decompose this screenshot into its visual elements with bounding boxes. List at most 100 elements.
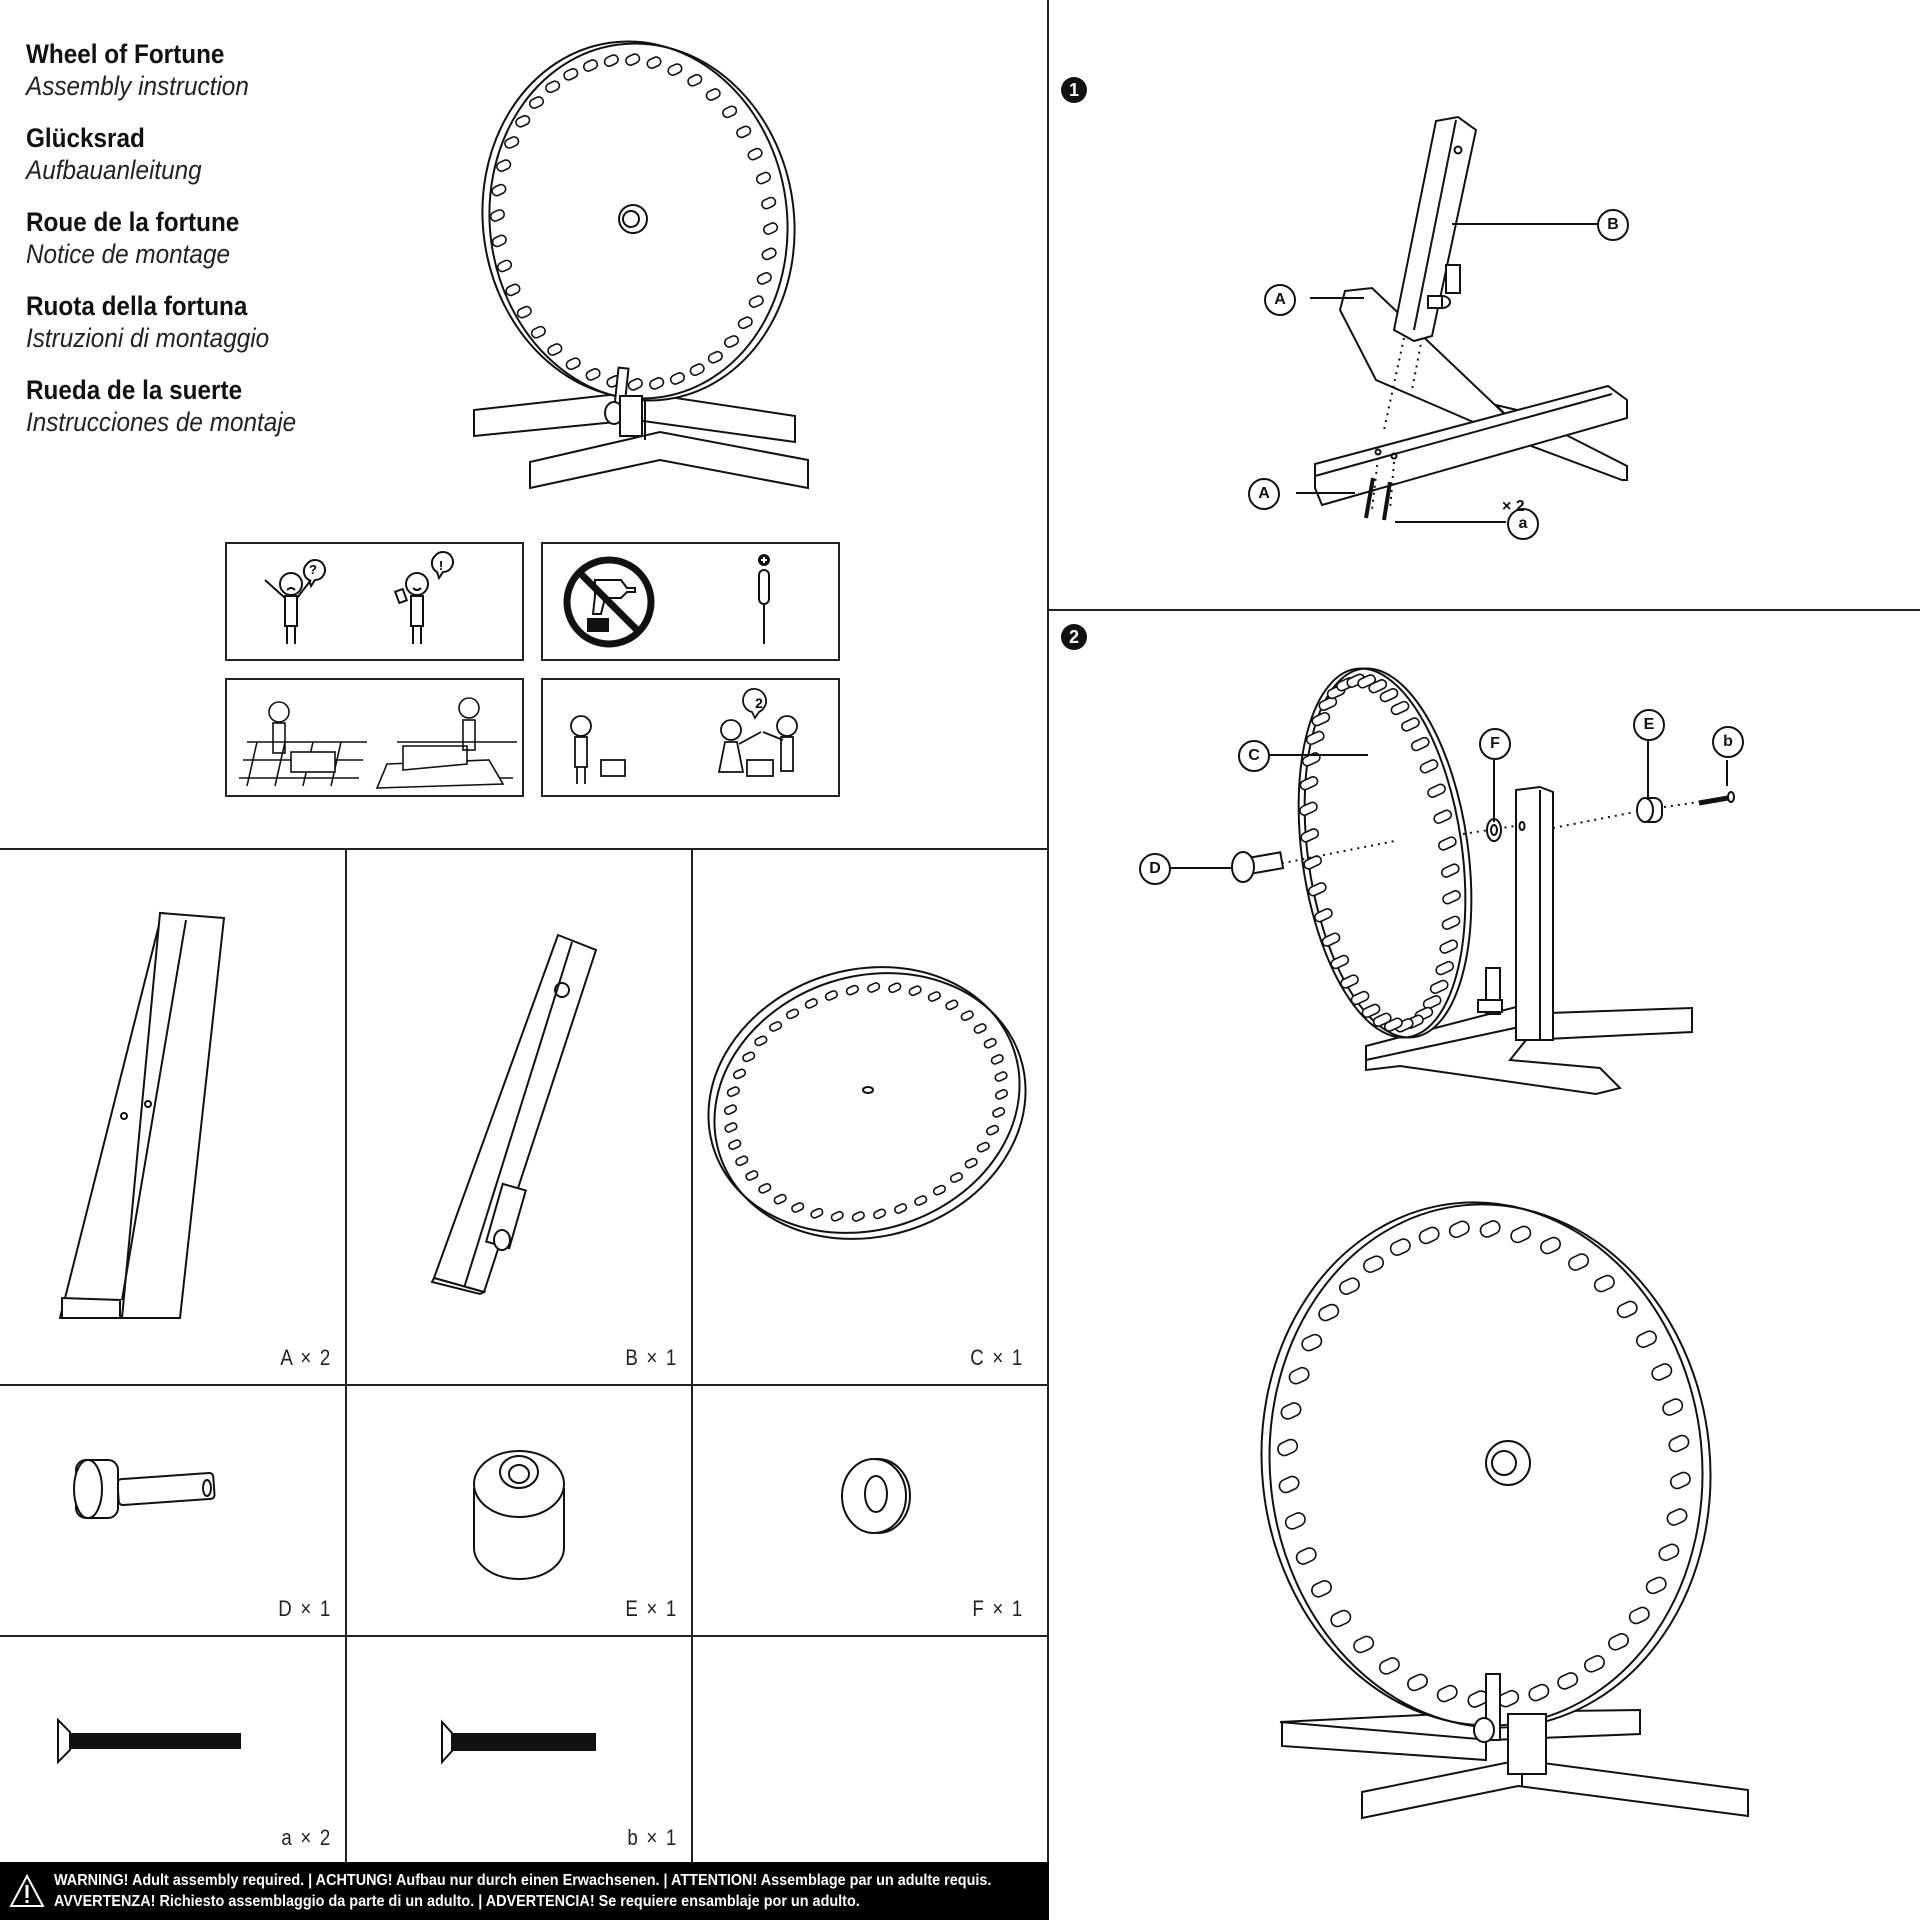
- divider-parts-col2: [691, 849, 693, 1862]
- peg: [758, 1182, 772, 1194]
- document-type: Aufbauanleitung: [26, 155, 202, 185]
- peg: [1593, 1274, 1615, 1293]
- peg: [851, 1211, 865, 1222]
- callout-step1-a-back: A: [1264, 284, 1296, 316]
- peg: [983, 1037, 997, 1049]
- peg: [1668, 1434, 1690, 1453]
- peg: [867, 982, 881, 993]
- peg: [745, 1170, 759, 1181]
- peg: [994, 1089, 1009, 1100]
- pictogram-two-persons: 2: [541, 678, 840, 797]
- part-b-short-screw-icon: [441, 1719, 596, 1765]
- peg: [491, 183, 507, 197]
- document-type: Istruzioni di montaggio: [26, 323, 270, 353]
- peg: [1311, 711, 1331, 727]
- peg: [1442, 890, 1461, 905]
- peg: [530, 325, 546, 339]
- reading-person-icon: !: [393, 551, 454, 644]
- peg: [1401, 717, 1420, 732]
- peg: [1422, 995, 1442, 1010]
- peg: [992, 1107, 1006, 1118]
- wheel-pegs: [1299, 673, 1461, 1033]
- peg: [669, 372, 686, 385]
- peg: [1651, 1363, 1673, 1381]
- peg: [1295, 1547, 1317, 1565]
- wheel-pegs: [489, 53, 779, 391]
- peg: [1311, 1580, 1332, 1598]
- peg: [1441, 915, 1461, 930]
- peg: [1321, 932, 1341, 947]
- document-type: Assembly instruction: [26, 71, 249, 101]
- peg: [1288, 1366, 1310, 1385]
- peg: [504, 136, 520, 149]
- peg: [1389, 1238, 1411, 1256]
- peg: [1628, 1606, 1650, 1625]
- phillips-screwdriver-icon: [758, 554, 770, 644]
- document-type: Instrucciones de montaje: [26, 407, 297, 437]
- peg: [1427, 783, 1446, 798]
- peg: [1301, 1333, 1323, 1352]
- part-label-e: E × 1: [625, 1596, 678, 1621]
- confused-person-icon: ?: [264, 559, 326, 644]
- peg: [1435, 960, 1455, 976]
- divider-parts-col1: [345, 849, 347, 1862]
- callout-step2-f: F: [1479, 728, 1511, 760]
- peg: [1540, 1236, 1561, 1255]
- peg: [1658, 1543, 1680, 1562]
- peg: [737, 316, 753, 330]
- peg: [1368, 679, 1388, 694]
- peg: [754, 1035, 768, 1047]
- peg: [994, 1071, 1008, 1082]
- part-b-post-icon: [430, 933, 598, 1296]
- peg: [1410, 736, 1430, 752]
- peg: [528, 96, 545, 109]
- peg: [1357, 674, 1376, 689]
- peg: [1407, 1673, 1428, 1692]
- peg: [649, 377, 665, 390]
- hero-wheel-illustration: [473, 40, 809, 490]
- peg: [1363, 1255, 1384, 1273]
- peg: [723, 1104, 738, 1115]
- peg: [491, 234, 507, 248]
- peg: [1666, 1508, 1688, 1526]
- peg: [845, 984, 859, 996]
- peg: [742, 1051, 756, 1063]
- peg: [707, 350, 723, 364]
- product-name: Rueda de la suerte: [26, 375, 243, 405]
- peg: [515, 114, 531, 128]
- peg: [496, 159, 512, 172]
- peg: [973, 1023, 987, 1034]
- peg: [810, 1207, 824, 1219]
- part-label-b-screw: b × 1: [627, 1825, 678, 1850]
- bubble-text: ?: [309, 562, 317, 577]
- peg: [516, 305, 532, 319]
- pictogram-soft-surface: [225, 678, 524, 797]
- peg: [1608, 1633, 1630, 1651]
- part-c-disc-icon: [707, 966, 1027, 1240]
- peg: [1278, 1475, 1300, 1494]
- peg: [1280, 1402, 1302, 1420]
- peg: [723, 335, 740, 348]
- callout-step2-e: E: [1633, 709, 1665, 741]
- peg: [687, 73, 703, 87]
- peg: [1448, 1220, 1470, 1239]
- peg: [914, 1195, 928, 1206]
- peg: [1384, 1017, 1403, 1032]
- callout-step2-c: C: [1238, 740, 1270, 772]
- peg: [1437, 836, 1457, 851]
- peg: [728, 1139, 742, 1151]
- peg: [964, 1157, 978, 1169]
- peg: [1557, 1672, 1579, 1690]
- part-label-b: B × 1: [625, 1345, 678, 1370]
- peg: [603, 54, 619, 67]
- peg: [949, 1172, 963, 1183]
- peg: [1636, 1330, 1657, 1348]
- peg: [547, 343, 563, 356]
- peg: [873, 1208, 887, 1220]
- peg: [1318, 1303, 1340, 1322]
- tile-floor-icon: [239, 701, 367, 787]
- peg: [1378, 1657, 1400, 1675]
- callout-step1-b: B: [1597, 209, 1629, 241]
- peg: [888, 982, 902, 994]
- warning-text: WARNING! Adult assembly required. | ACHT…: [54, 1870, 991, 1912]
